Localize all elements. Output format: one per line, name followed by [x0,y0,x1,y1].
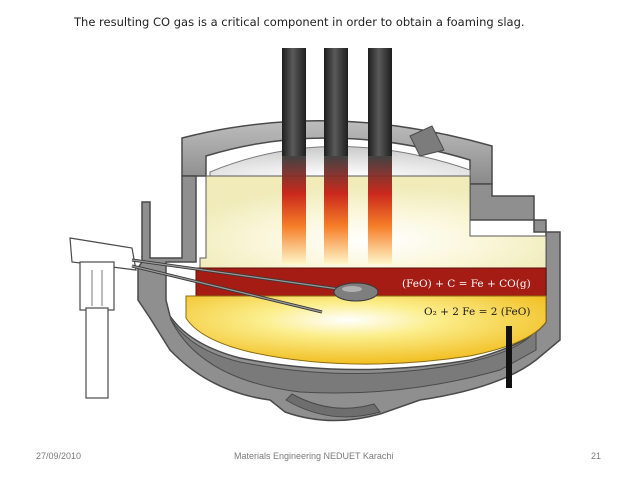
metal-bath [185,295,547,365]
slag-reaction-equation: (FeO) + C = Fe + CO(g) [402,278,531,290]
eaf-diagram: (FeO) + C = Fe + CO(g) O₂ + 2 Fe = 2 (Fe… [69,48,561,422]
footer-institution: Materials Engineering NEDUET Karachi [234,451,394,461]
support-leg [506,326,512,388]
electrodes [282,48,392,264]
page-number: 21 [591,451,602,461]
lance-manipulator [69,237,137,399]
slide-title: The resulting CO gas is a critical compo… [74,15,525,29]
electrode-right [368,48,392,156]
electrode-center [324,48,348,156]
gas-bubble [333,282,379,302]
electrode-left [282,48,306,156]
metal-reaction-equation: O₂ + 2 Fe = 2 (FeO) [424,306,530,318]
footer-date: 27/09/2010 [36,451,82,461]
oxygen-lances [131,258,379,314]
furnace-shell [137,175,561,422]
